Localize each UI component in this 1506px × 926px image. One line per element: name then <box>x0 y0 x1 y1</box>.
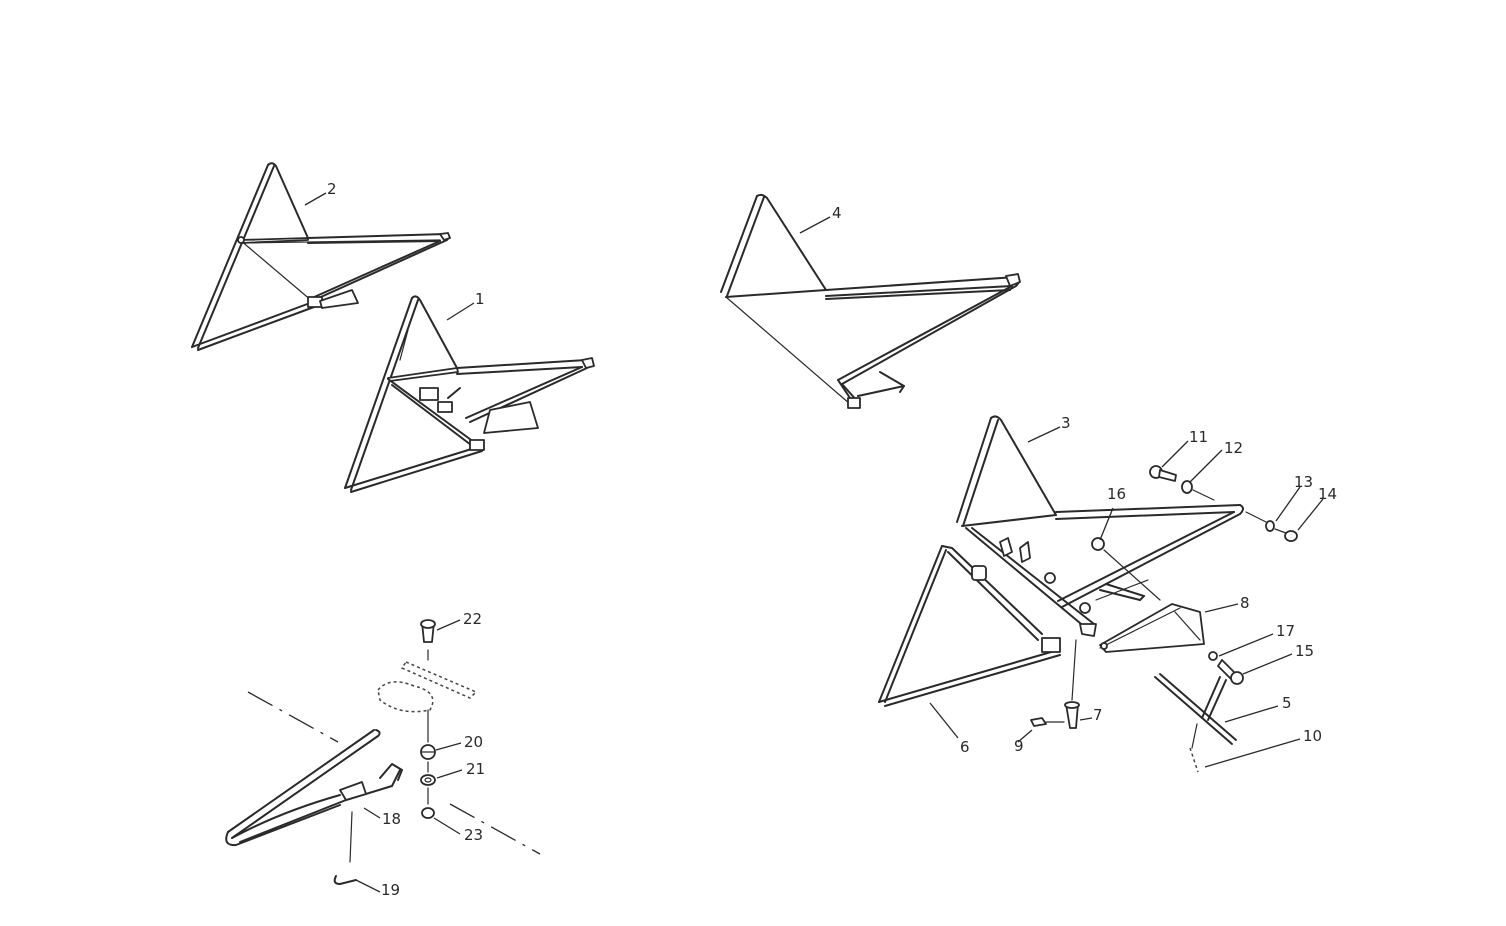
bolt-11-icon <box>1149 465 1177 482</box>
callout-4: 4 <box>832 204 842 222</box>
frame-1-drawing <box>344 295 595 493</box>
leader-lines <box>304 192 1324 893</box>
callout-19: 19 <box>381 881 401 899</box>
gusset-8-drawing <box>1099 603 1205 653</box>
callout-13: 13 <box>1294 473 1314 491</box>
callout-9: 9 <box>1014 737 1024 755</box>
callout-8: 8 <box>1240 594 1250 612</box>
callout-20: 20 <box>464 733 484 751</box>
frame-6-drawing <box>878 545 1061 707</box>
washer-21-icon <box>420 774 436 786</box>
callout-22: 22 <box>463 610 483 628</box>
small-parts-right <box>1030 639 1244 773</box>
skid-assembly-drawing <box>225 619 541 885</box>
callout-15: 15 <box>1295 642 1315 660</box>
callout-16: 16 <box>1107 485 1127 503</box>
washer-17-icon <box>1208 651 1218 661</box>
nut-14-icon <box>1284 530 1298 542</box>
callout-12: 12 <box>1224 439 1244 457</box>
frame-assembly-3-drawing <box>956 415 1298 637</box>
callout-18: 18 <box>382 810 402 828</box>
callout-7: 7 <box>1093 706 1103 724</box>
callout-11: 11 <box>1189 428 1209 446</box>
callout-17: 17 <box>1276 622 1296 640</box>
lockwasher-13-icon <box>1265 520 1275 532</box>
callout-21: 21 <box>466 760 486 778</box>
callout-3: 3 <box>1061 414 1071 432</box>
callout-2: 2 <box>327 180 337 198</box>
callout-1: 1 <box>475 290 485 308</box>
callout-14: 14 <box>1318 485 1338 503</box>
frame-4-drawing <box>720 193 1021 409</box>
nut-16-icon <box>1091 537 1105 551</box>
callout-10: 10 <box>1303 727 1323 745</box>
callout-23: 23 <box>464 826 484 844</box>
washer-12-icon <box>1181 480 1193 494</box>
callout-6: 6 <box>960 738 970 756</box>
nut-23-icon <box>421 807 435 819</box>
callout-5: 5 <box>1282 694 1292 712</box>
frame-2-drawing <box>191 162 451 351</box>
